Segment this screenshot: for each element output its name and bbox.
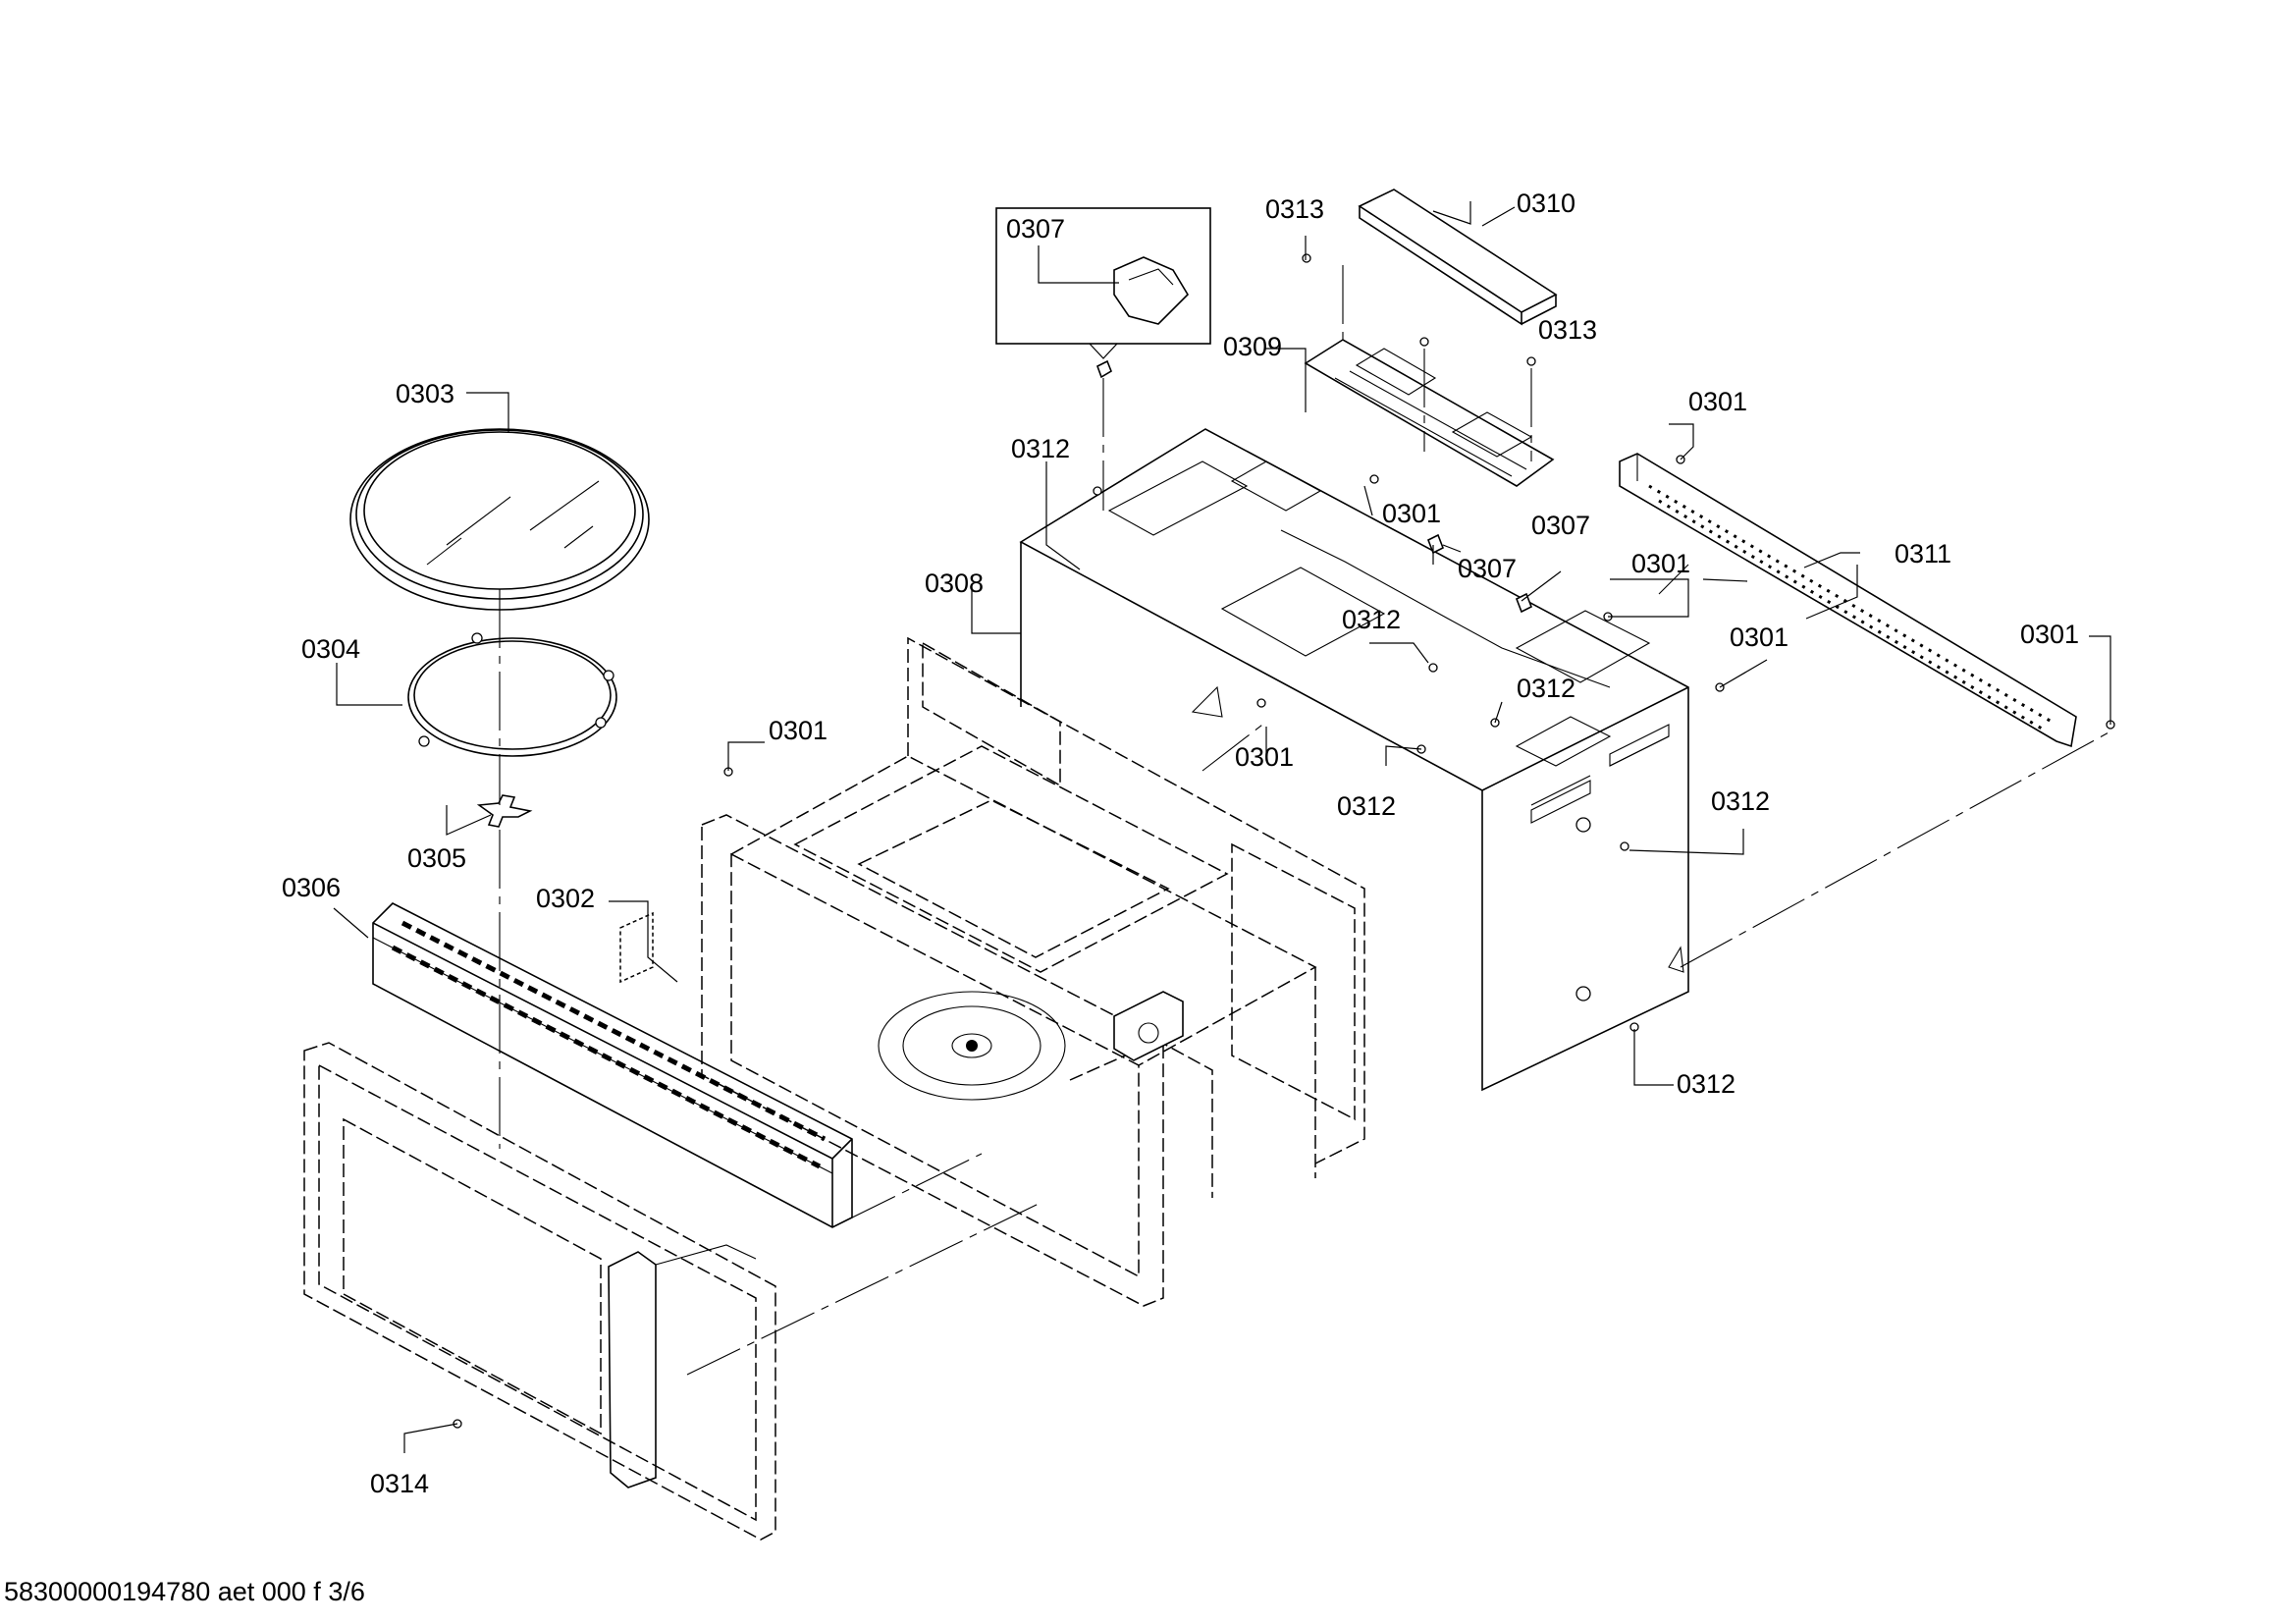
callout-0308: 0308	[925, 568, 984, 598]
mounting-rail-part[interactable]	[1619, 453, 2077, 748]
callout-0301-cavity: 0301	[769, 716, 828, 745]
callout-0301-far-right: 0301	[2020, 620, 2079, 649]
document-id-footer: 58300000194780 aet 000 f 3/6	[4, 1577, 365, 1606]
callout-0313-top: 0313	[1265, 194, 1324, 224]
callout-0314: 0314	[370, 1469, 429, 1498]
callout-0303: 0303	[396, 379, 454, 408]
callout-0312-mid: 0312	[1342, 605, 1401, 634]
callout-0301-front: 0301	[1235, 742, 1294, 772]
callout-0301-side: 0301	[1730, 623, 1789, 652]
coupler-part[interactable]	[476, 794, 533, 828]
screw-parts[interactable]	[453, 253, 2115, 1429]
roller-ring-part[interactable]	[407, 632, 617, 757]
callout-0311: 0311	[1895, 539, 1951, 568]
callout-0312-side: 0312	[1711, 786, 1770, 816]
callout-0313-right: 0313	[1538, 315, 1597, 345]
callout-0309: 0309	[1223, 332, 1282, 361]
callout-0312-right: 0312	[1517, 674, 1575, 703]
callout-0301-top: 0301	[1382, 499, 1441, 528]
callout-labels: 0303 0304 0305 0306 0302 0301 0307 0312 …	[282, 189, 2079, 1498]
callout-0312-lower: 0312	[1337, 791, 1396, 821]
callout-leader-lines	[333, 201, 2111, 1453]
callout-0306: 0306	[282, 873, 341, 902]
callout-0305: 0305	[407, 843, 466, 873]
callout-0307-mid: 0307	[1458, 554, 1517, 583]
callout-0307-right: 0307	[1531, 511, 1590, 540]
detail-inset-box	[995, 207, 1211, 359]
callout-0301-case: 0301	[1631, 549, 1690, 578]
waveguide-cover-part[interactable]	[619, 911, 654, 984]
oven-cavity-part[interactable]	[701, 636, 1365, 1307]
assembly-axis-lines	[499, 265, 2111, 1376]
callout-0312-bottom: 0312	[1677, 1069, 1735, 1099]
latch-switch-part[interactable]	[1096, 359, 1533, 614]
filter-part[interactable]	[1358, 189, 1558, 326]
glass-tray-part[interactable]	[349, 428, 650, 611]
callout-0301-rail-top: 0301	[1688, 387, 1747, 416]
callout-0310: 0310	[1517, 189, 1575, 218]
door-part[interactable]	[303, 1042, 776, 1541]
top-plate-part[interactable]	[1304, 339, 1555, 487]
callout-0307-inset: 0307	[1006, 214, 1065, 244]
callout-0304: 0304	[301, 634, 360, 664]
callout-0302: 0302	[536, 884, 595, 913]
callout-0312-top-left: 0312	[1011, 434, 1070, 463]
vent-grille-part[interactable]	[372, 902, 853, 1228]
outer-case-part[interactable]	[1019, 428, 1689, 1092]
